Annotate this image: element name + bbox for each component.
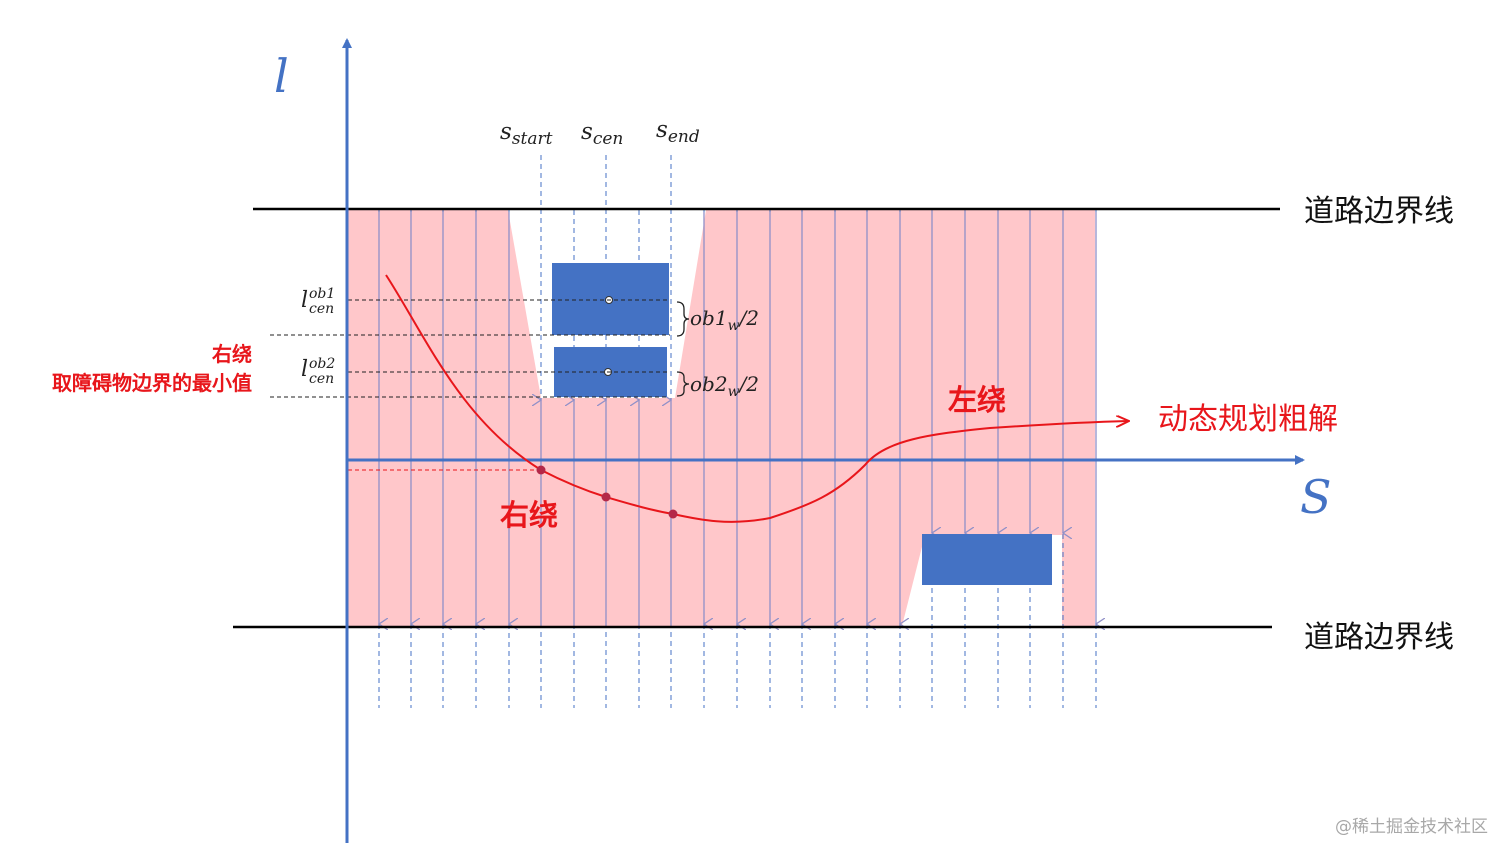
l-cen-ob2-sup: ob2 <box>309 356 335 372</box>
path-point-end <box>668 509 678 519</box>
dp-solution-label: 动态规划粗解 <box>1158 402 1338 437</box>
watermark: @稀土掘金技术社区 <box>1335 817 1488 837</box>
l-cen-ob1-label: l <box>301 288 308 313</box>
right-bypass-label: 右绕 <box>500 498 558 532</box>
left-bypass-label: 左绕 <box>948 383 1006 417</box>
road-boundary-bottom-label: 道路边界线 <box>1304 620 1454 655</box>
l-cen-ob1-sup: ob1 <box>309 286 335 302</box>
l-cen-ob2-sub: cen <box>309 371 334 387</box>
ob1-half-width-brace <box>676 301 690 337</box>
s-axis-label: S <box>1300 470 1332 524</box>
road-boundary-top-label: 道路边界线 <box>1304 194 1454 229</box>
s-end-label: send <box>656 117 700 147</box>
path-point-center <box>601 492 611 502</box>
sampling-grid <box>379 155 1096 708</box>
ob1-half-width-label: ob1w/2 <box>690 306 759 334</box>
path-point-start <box>536 465 546 475</box>
ob2-half-width-label: ob2w/2 <box>690 372 759 400</box>
obstacle-3 <box>922 534 1052 585</box>
dp-coarse-path <box>385 274 1128 523</box>
s-start-label: sstart <box>500 119 553 149</box>
l-cen-ob2-label: l <box>301 357 308 382</box>
l-axis-label: l <box>274 49 289 103</box>
s-cen-label: scen <box>581 119 623 149</box>
l-cen-ob1-sub: cen <box>309 301 334 317</box>
right-bypass-note-line2: 取障碍物边界的最小值 <box>52 371 252 395</box>
right-bypass-note-line1: 右绕 <box>212 342 252 366</box>
ob2-half-width-brace <box>676 371 690 397</box>
feasible-region <box>347 210 1095 626</box>
